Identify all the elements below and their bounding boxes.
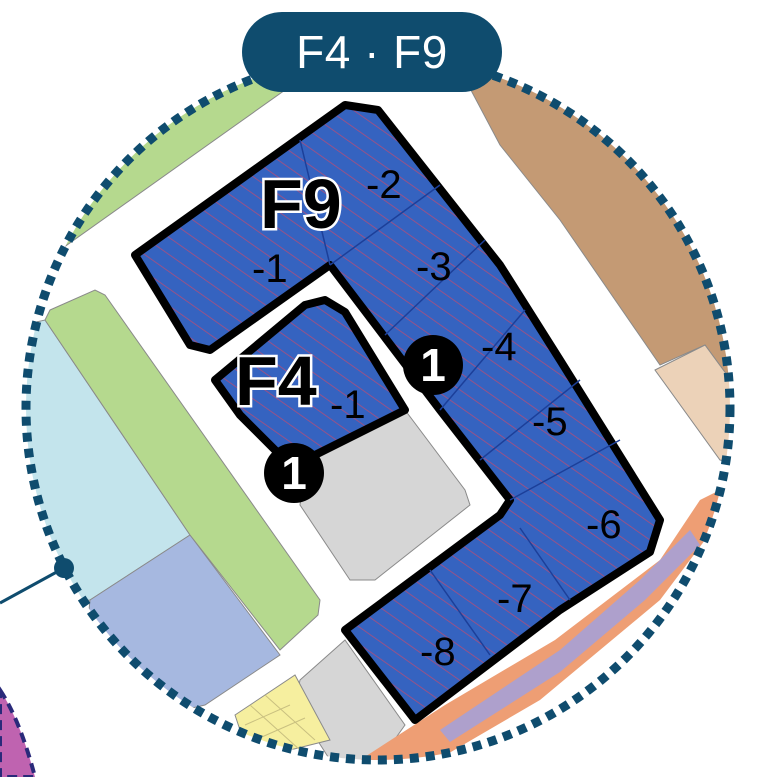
f9-lot-5: -5 — [532, 400, 568, 444]
orange-edge — [360, 490, 720, 760]
marker-f4: 1 — [264, 443, 324, 503]
f9-lot-lines — [299, 139, 621, 656]
marker-f9: 1 — [403, 335, 463, 395]
block-f9 — [131, 101, 664, 724]
f9-lot-7: -7 — [497, 577, 533, 621]
connector-dot — [54, 558, 74, 578]
block-f4 — [211, 296, 409, 464]
f9-lot-2: -2 — [366, 163, 402, 207]
lavender-edge — [440, 530, 700, 742]
f9-label: F9 — [260, 165, 342, 243]
svg-text:1: 1 — [420, 339, 446, 391]
magenta-parcel — [0, 686, 38, 777]
f9-lot-8: -8 — [420, 630, 456, 674]
f4-lot-1: -1 — [330, 383, 366, 427]
f4-label: F4 — [235, 342, 317, 420]
f9-lot-6: -6 — [586, 503, 622, 547]
map-title: F4 · F9 — [296, 26, 448, 78]
f9-lot-3: -3 — [416, 245, 452, 289]
green-strip — [44, 289, 321, 651]
svg-text:1: 1 — [281, 447, 307, 499]
beige-parcel — [654, 344, 730, 471]
connector-line — [0, 566, 65, 605]
map-title-badge: F4 · F9 — [242, 12, 502, 92]
f9-lot-4: -4 — [481, 325, 517, 369]
f9-lot-1: -1 — [252, 247, 288, 291]
inset-border — [21, 51, 735, 765]
